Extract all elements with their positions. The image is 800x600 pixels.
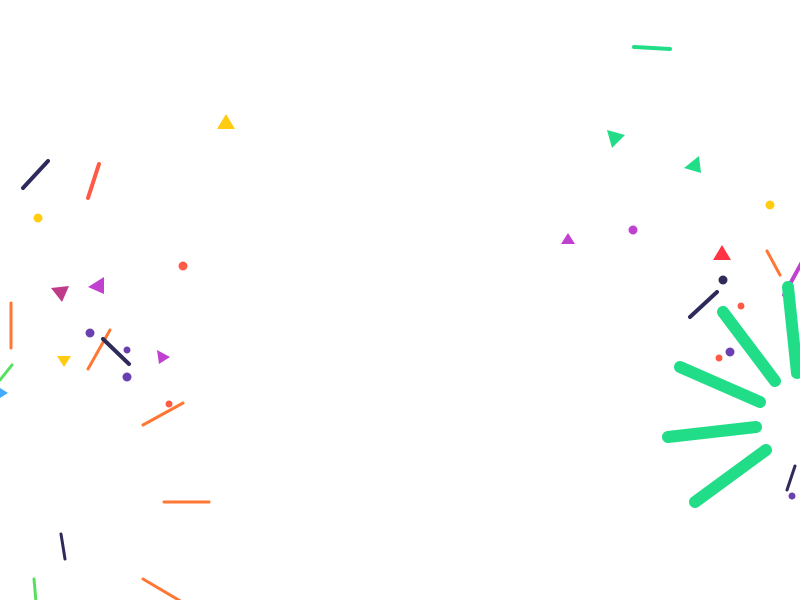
confetti-triangles bbox=[0, 114, 731, 398]
confetti-streamer bbox=[674, 361, 766, 408]
confetti-dot bbox=[178, 261, 188, 271]
confetti-streamer bbox=[86, 162, 101, 200]
confetti-dot bbox=[122, 372, 132, 382]
confetti-dot bbox=[737, 302, 745, 310]
confetti-triangle bbox=[684, 156, 701, 173]
confetti-dot bbox=[725, 347, 735, 357]
confetti-streamer bbox=[632, 45, 672, 51]
confetti-streamer bbox=[782, 281, 800, 379]
confetti-dots bbox=[33, 200, 796, 500]
confetti-dot bbox=[765, 200, 775, 210]
confetti-triangle bbox=[157, 350, 170, 364]
confetti-triangle bbox=[561, 233, 575, 244]
confetti-dot bbox=[628, 225, 638, 235]
confetti-streamer bbox=[101, 337, 131, 366]
confetti-streamers bbox=[0, 45, 800, 600]
confetti-streamer bbox=[688, 290, 719, 319]
confetti-dot bbox=[715, 354, 723, 362]
confetti-triangle bbox=[607, 130, 625, 148]
confetti-triangle bbox=[88, 277, 104, 294]
confetti-streamer bbox=[717, 306, 781, 387]
confetti-streamer bbox=[21, 159, 50, 190]
confetti-triangle bbox=[0, 388, 8, 398]
confetti-dot bbox=[85, 328, 95, 338]
confetti-dot bbox=[788, 492, 796, 500]
confetti-streamer bbox=[0, 363, 14, 382]
confetti-triangle bbox=[713, 245, 731, 260]
confetti-dot bbox=[123, 346, 131, 354]
confetti-streamer bbox=[141, 577, 182, 600]
confetti-dot bbox=[165, 400, 173, 408]
confetti-triangle bbox=[217, 114, 235, 129]
confetti-streamer bbox=[765, 249, 782, 277]
confetti-streamer bbox=[59, 532, 67, 561]
confetti-streamer bbox=[785, 464, 797, 492]
confetti-streamer bbox=[662, 421, 762, 443]
confetti-streamer bbox=[141, 401, 185, 427]
confetti-triangle bbox=[51, 286, 69, 302]
confetti-dot bbox=[718, 275, 728, 285]
confetti-streamer bbox=[32, 577, 38, 600]
confetti-triangle bbox=[57, 356, 71, 367]
confetti-dot bbox=[33, 213, 43, 223]
confetti-streamer bbox=[86, 328, 112, 371]
confetti-streamer bbox=[689, 444, 772, 508]
